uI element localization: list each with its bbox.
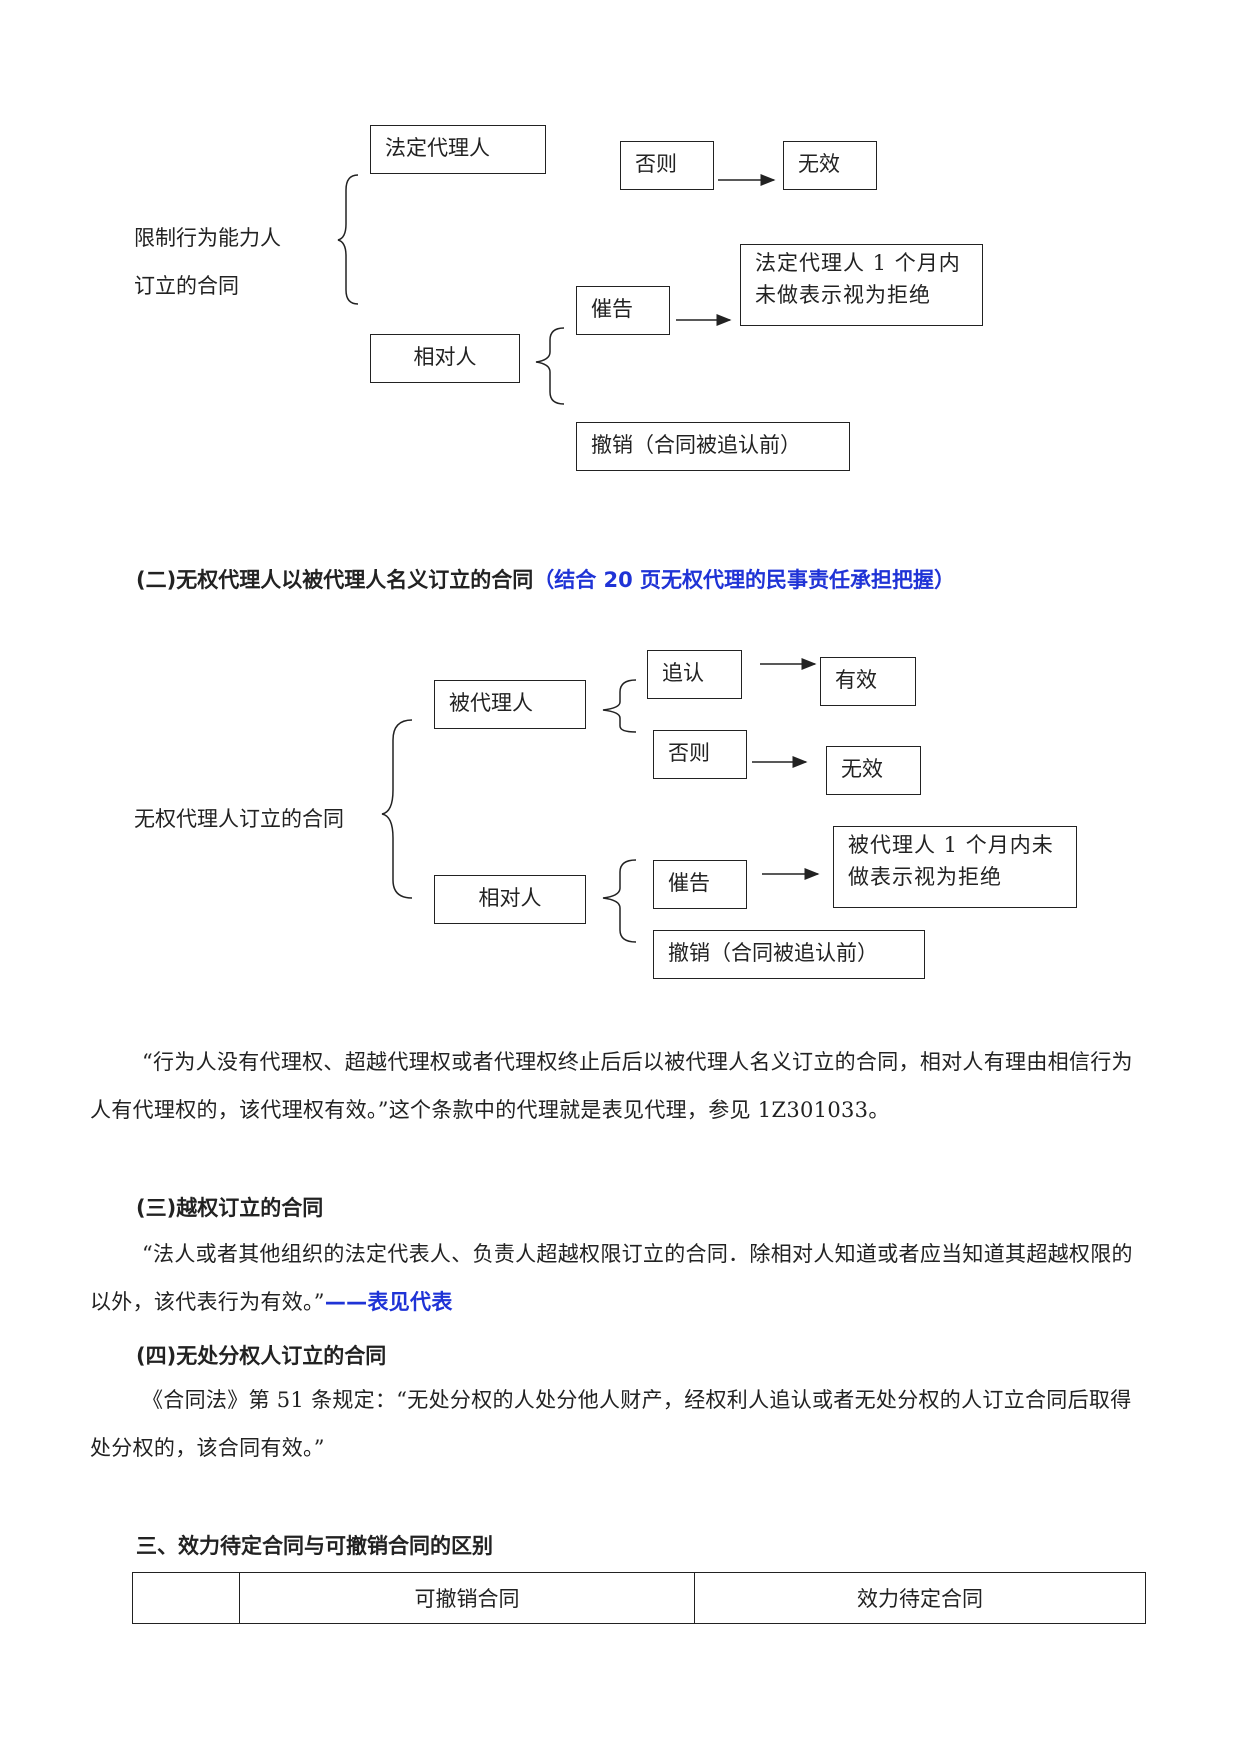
principal-box: 被代理人 (434, 680, 586, 729)
section4-paragraph: 《合同法》第 51 条规定：“无处分权的人处分他人财产，经权利人追认或者无处分权… (90, 1388, 1132, 1460)
apparent-agency-paragraph: “行为人没有代理权、超越代理权或者代理权终止后后以被代理人名义订立的合同，相对人… (90, 1050, 1133, 1122)
table-header-cell (132, 1572, 240, 1624)
urge-box-1: 催告 (576, 286, 670, 335)
brace-diagram2-counterparty (602, 859, 637, 943)
diagram2-root-label: 无权代理人订立的合同 (134, 807, 344, 831)
urge-box-2: 催告 (653, 860, 747, 909)
ratify-box: 追认 (647, 650, 742, 699)
revoke-box-1: 撤销（合同被追认前） (576, 422, 850, 471)
urge-result-box-1: 法定代理人 1 个月内 未做表示视为拒绝 (740, 244, 983, 326)
counterparty-box-2: 相对人 (434, 875, 586, 924)
revoke-box-2: 撤销（合同被追认前） (653, 930, 925, 979)
urge-result-2-line1: 被代理人 1 个月内未 (848, 833, 1054, 857)
section3-heading: (三)越权订立的合同 (136, 1196, 324, 1220)
section2-note: （结合 20 页无权代理的民事责任承担把握） (533, 568, 956, 592)
diagram1-root-line1: 限制行为能力人 (134, 226, 281, 250)
urge-result-1-line2: 未做表示视为拒绝 (755, 283, 931, 307)
comparison-table: 可撤销合同 效力待定合同 (132, 1572, 1146, 1624)
brace-diagram1-counterparty (535, 327, 565, 405)
diagram1-root-line2: 订立的合同 (134, 274, 239, 298)
part3-heading: 三、效力待定合同与可撤销合同的区别 (136, 1534, 493, 1558)
section2-heading: (二)无权代理人以被代理人名义订立的合同（结合 20 页无权代理的民事责任承担把… (136, 564, 955, 594)
section3-paragraph: “法人或者其他组织的法定代表人、负责人超越权限订立的合同．除相对人知道或者应当知… (90, 1230, 1146, 1326)
invalid-box-2: 无效 (826, 746, 921, 795)
section4-heading: (四)无处分权人订立的合同 (136, 1344, 387, 1368)
counterparty-box-1: 相对人 (370, 334, 520, 383)
valid-box: 有效 (820, 657, 916, 706)
urge-result-box-2: 被代理人 1 个月内未 做表示视为拒绝 (833, 826, 1077, 908)
invalid-box-1: 无效 (783, 141, 877, 190)
urge-result-1-line1: 法定代理人 1 个月内 (755, 251, 961, 275)
brace-diagram1-root (337, 174, 359, 305)
deny-box-2: 否则 (653, 730, 747, 779)
brace-diagram2-principal (602, 679, 637, 733)
table-header-cell: 可撤销合同 (239, 1572, 695, 1624)
table-header-cell: 效力待定合同 (694, 1572, 1146, 1624)
table-header-row: 可撤销合同 效力待定合同 (132, 1572, 1146, 1624)
legal-agent-box: 法定代理人 (370, 125, 546, 174)
section3-note: ——表见代表 (324, 1290, 453, 1314)
section2-title: (二)无权代理人以被代理人名义订立的合同 (136, 568, 534, 592)
urge-result-2-line2: 做表示视为拒绝 (848, 865, 1002, 889)
diagram1-root-label: 限制行为能力人 订立的合同 (134, 222, 281, 302)
brace-diagram2-root (381, 719, 413, 899)
deny-box-1: 否则 (620, 141, 714, 190)
section3-quote: “法人或者其他组织的法定代表人、负责人超越权限订立的合同．除相对人知道或者应当知… (90, 1242, 1133, 1314)
